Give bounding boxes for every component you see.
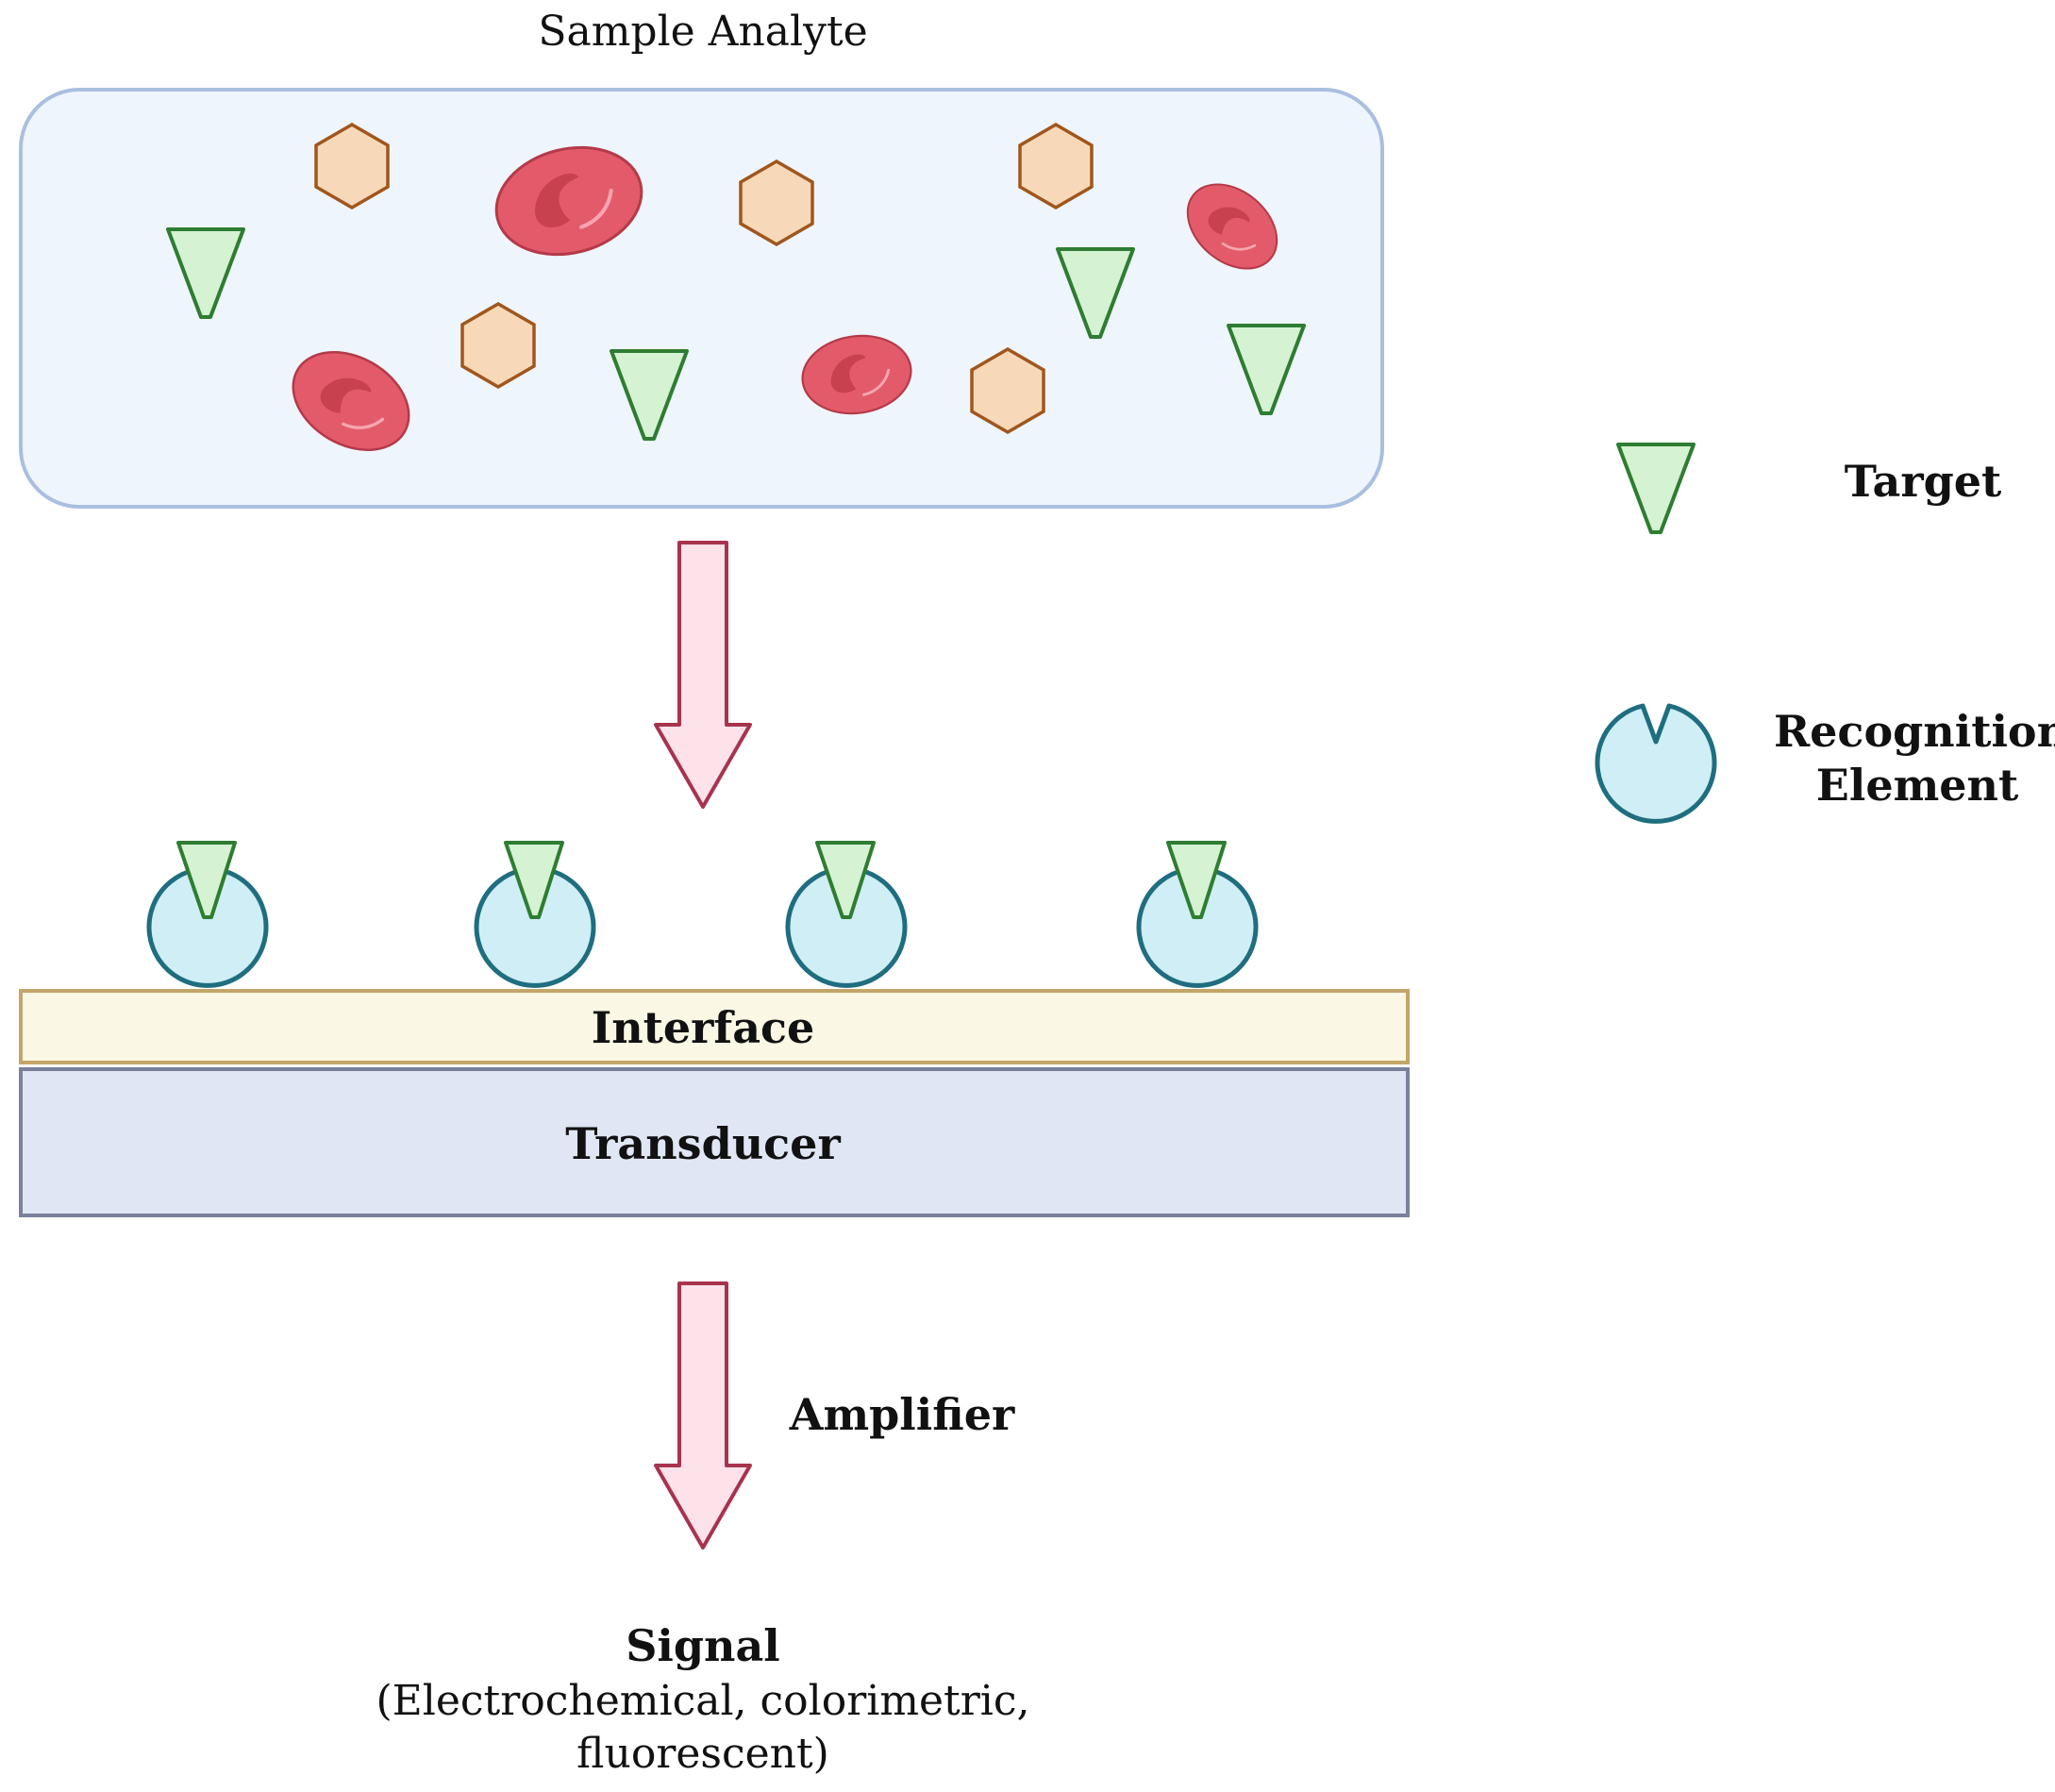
- target-triangle-icon: [504, 841, 564, 919]
- down-arrow-icon: [654, 1281, 752, 1549]
- bound-complex: [149, 841, 266, 985]
- legend-recognition-label-line2: Element: [1816, 760, 2019, 811]
- recognition-element-icon: [1597, 706, 1714, 821]
- signal-title: Signal: [626, 1620, 780, 1671]
- interface-label: Interface: [592, 1002, 815, 1053]
- sample-container: [19, 88, 1384, 509]
- signal-types-line1: (Electrochemical, colorimetric,: [376, 1677, 1030, 1725]
- bound-complex: [1139, 841, 1256, 985]
- signal-types-line2: fluorescent): [576, 1730, 829, 1778]
- bound-complex: [788, 841, 905, 985]
- sample-analyte-title: Sample Analyte: [538, 8, 867, 56]
- transducer-layer: [19, 1067, 1410, 1217]
- legend-target-label: Target: [1845, 456, 2002, 507]
- legend: Target Recognition Element: [1597, 443, 2055, 821]
- down-arrow-icon: [654, 541, 752, 809]
- legend-recognition-label-line1: Recognition: [1774, 706, 2055, 757]
- bound-complex: [476, 841, 593, 985]
- target-triangle-icon: [815, 841, 876, 919]
- target-triangle-icon: [1616, 443, 1696, 534]
- target-triangle-icon: [176, 841, 237, 919]
- target-triangle-icon: [1166, 841, 1227, 919]
- amplifier-label: Amplifier: [789, 1389, 1015, 1440]
- interface-layer: [19, 989, 1410, 1064]
- transducer-label: Transducer: [565, 1118, 841, 1169]
